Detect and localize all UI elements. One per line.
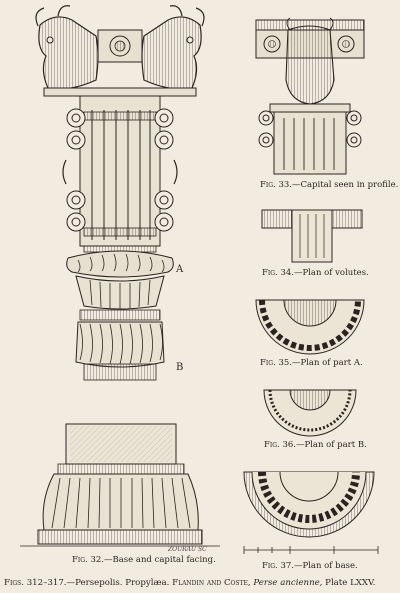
footer-work: Perse ancienne, [253, 578, 323, 588]
fig36-number: Fig. 36. [264, 440, 296, 450]
fig34-number: Fig. 34. [262, 268, 294, 278]
fig33-number: Fig. 33. [260, 180, 292, 190]
fig35-caption-text: —Plan of part A. [291, 358, 363, 368]
fig32-caption: Fig. 32.—Base and capital facing. [72, 555, 216, 565]
fig36-caption-text: —Plan of part B. [295, 440, 367, 450]
fig37-caption: Fig. 37.—Plan of base. [262, 561, 358, 571]
footer-plate: Plate LXXV. [325, 578, 376, 588]
footer-figs: Figs. 312–317. [4, 578, 67, 588]
scale-bar [243, 546, 379, 554]
fig34-caption: Fig. 34.—Plan of volutes. [262, 268, 369, 278]
fig32-base-drawing [20, 423, 220, 547]
fig36-caption: Fig. 36.—Plan of part B. [264, 440, 367, 450]
engraver-signature: ZOURAU SC [168, 546, 207, 553]
fig36-plan-part-b-drawing [263, 389, 357, 437]
marker-b: B [176, 362, 184, 373]
bell-part-a [66, 245, 174, 310]
calyx-part-b [75, 309, 165, 381]
fig33-caption-text: —Capital seen in profile. [291, 180, 399, 190]
footer-place: —Persepolis. [66, 578, 123, 588]
volute-section [62, 95, 178, 247]
fig33-caption: Fig. 33.—Capital seen in profile. [260, 180, 398, 190]
bull-capital [35, 5, 205, 97]
fig34-caption-text: —Plan of volutes. [293, 268, 369, 278]
fig37-plan-base-drawing [243, 471, 375, 538]
footer-authors: Flandin and Coste, [172, 578, 251, 588]
fig32-column-drawing [35, 5, 205, 381]
footer-building: Propylæa. [125, 578, 170, 588]
marker-a: A [176, 264, 184, 275]
fig34-plan-volutes-drawing [261, 209, 363, 263]
fig37-caption-text: —Plan of base. [293, 561, 358, 571]
fig35-plan-part-a-drawing [255, 299, 365, 355]
fig32-number: Fig. 32. [72, 555, 104, 565]
fig32-caption-text: —Base and capital facing. [103, 555, 216, 565]
fig33-capital-profile-drawing [255, 17, 365, 175]
plate-footer: Figs. 312–317.—Persepolis. Propylæa. Fla… [4, 578, 396, 588]
fig35-caption: Fig. 35.—Plan of part A. [260, 358, 363, 368]
fig37-number: Fig. 37. [262, 561, 294, 571]
fig35-number: Fig. 35. [260, 358, 292, 368]
